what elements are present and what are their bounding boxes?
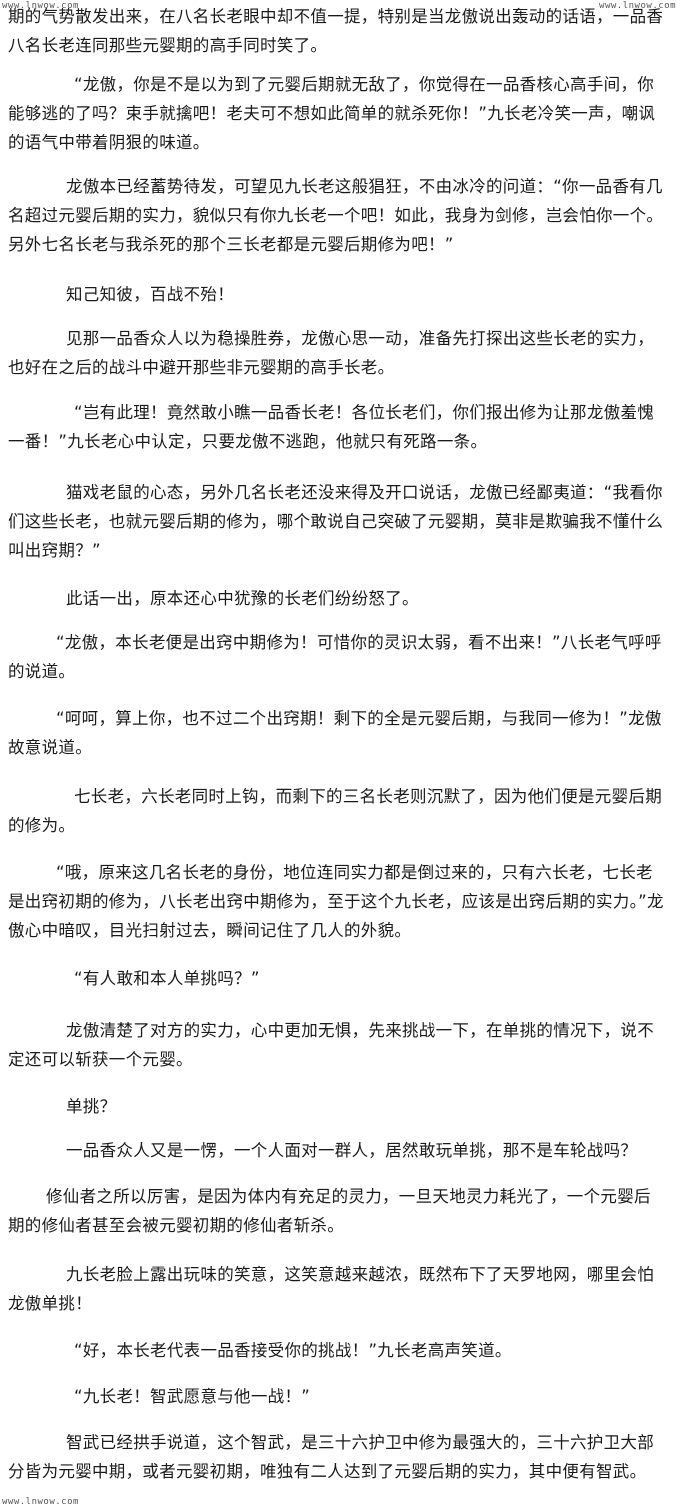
paragraph-7: 猫戏老鼠的心态，另外几名长老还没来得及开口说话，龙傲已经鄙夷道：“我看你们这些长… [8, 483, 664, 560]
paragraph-10: “呵呵，算上你，也不过二个出窍期！剩下的全是元婴后期，与我同一修为！”龙傲故意说… [8, 709, 662, 757]
paragraph-18: 九长老脸上露出玩味的笑意，这笑意越来越浓，既然布下了天罗地网，哪里会怕龙傲单挑！ [8, 1265, 654, 1313]
paragraph-13: “有人敢和本人单挑吗？” [74, 969, 260, 988]
paragraph-9: “龙傲，本长老便是出窍中期修为！可惜你的灵识太弱，看不出来！”八长老气呼呼的说道… [8, 633, 662, 681]
paragraph-8: 此话一出，原本还心中犹豫的长老们纷纷怒了。 [66, 589, 419, 608]
watermark-bottom-left: www.lnwow.com [2, 1497, 79, 1507]
paragraph-11: 七长老，六长老同时上钩，而剩下的三名长老则沉默了，因为他们便是元婴后期的修为。 [8, 787, 662, 835]
paragraph-17: 修仙者之所以厉害，是因为体内有充足的灵力，一旦天地灵力耗光了，一个元婴后期的修仙… [8, 1187, 651, 1235]
paragraph-3: 龙傲本已经蓄势待发，可望见九长老这般猖狂，不由冰冷的问道：“你一品香有几名超过元… [8, 177, 664, 254]
paragraph-12: “哦，原来这几名长老的身份，地位连同实力都是倒过来的，只有六长老，七长老是出窍初… [8, 863, 664, 940]
paragraph-14: 龙傲清楚了对方的实力，心中更加无惧，先来挑战一下，在单挑的情况下，说不定还可以斩… [8, 1021, 654, 1069]
paragraph-1: 期的气势散发出来，在八名长老眼中却不值一提，特别是当龙傲说出轰动的话语，一品香八… [8, 7, 664, 55]
watermark-top-left: www.lnwow.com [2, 1, 79, 11]
paragraph-15: 单挑？ [66, 1097, 117, 1116]
paragraph-4: 知己知彼，百战不殆！ [66, 285, 234, 304]
paragraph-2: “龙傲，你是不是以为到了元婴后期就无敌了，你觉得在一品香核心高手间，你能够逃的了… [8, 75, 656, 152]
paragraph-6: “岂有此理！竟然敢小瞧一品香长老！各位长老们，你们报出修为让那龙傲羞愧一番！”九… [8, 403, 655, 451]
paragraph-16: 一品香众人又是一愣，一个人面对一群人，居然敢玩单挑，那不是车轮战吗？ [66, 1141, 638, 1160]
paragraph-5: 见那一品香众人以为稳操胜券，龙傲心思一动，准备先打探出这些长老的实力，也好在之后… [8, 329, 654, 377]
paragraph-20: “九长老！智武愿意与他一战！” [74, 1387, 311, 1406]
paragraph-21: 智武已经拱手说道，这个智武，是三十六护卫中修为最强大的，三十六护卫大部分皆为元婴… [8, 1433, 654, 1481]
watermark-top-right: www.lnwow.com [599, 1, 676, 11]
paragraph-19: “好，本长老代表一品香接受你的挑战！”九长老高声笑道。 [74, 1341, 512, 1360]
